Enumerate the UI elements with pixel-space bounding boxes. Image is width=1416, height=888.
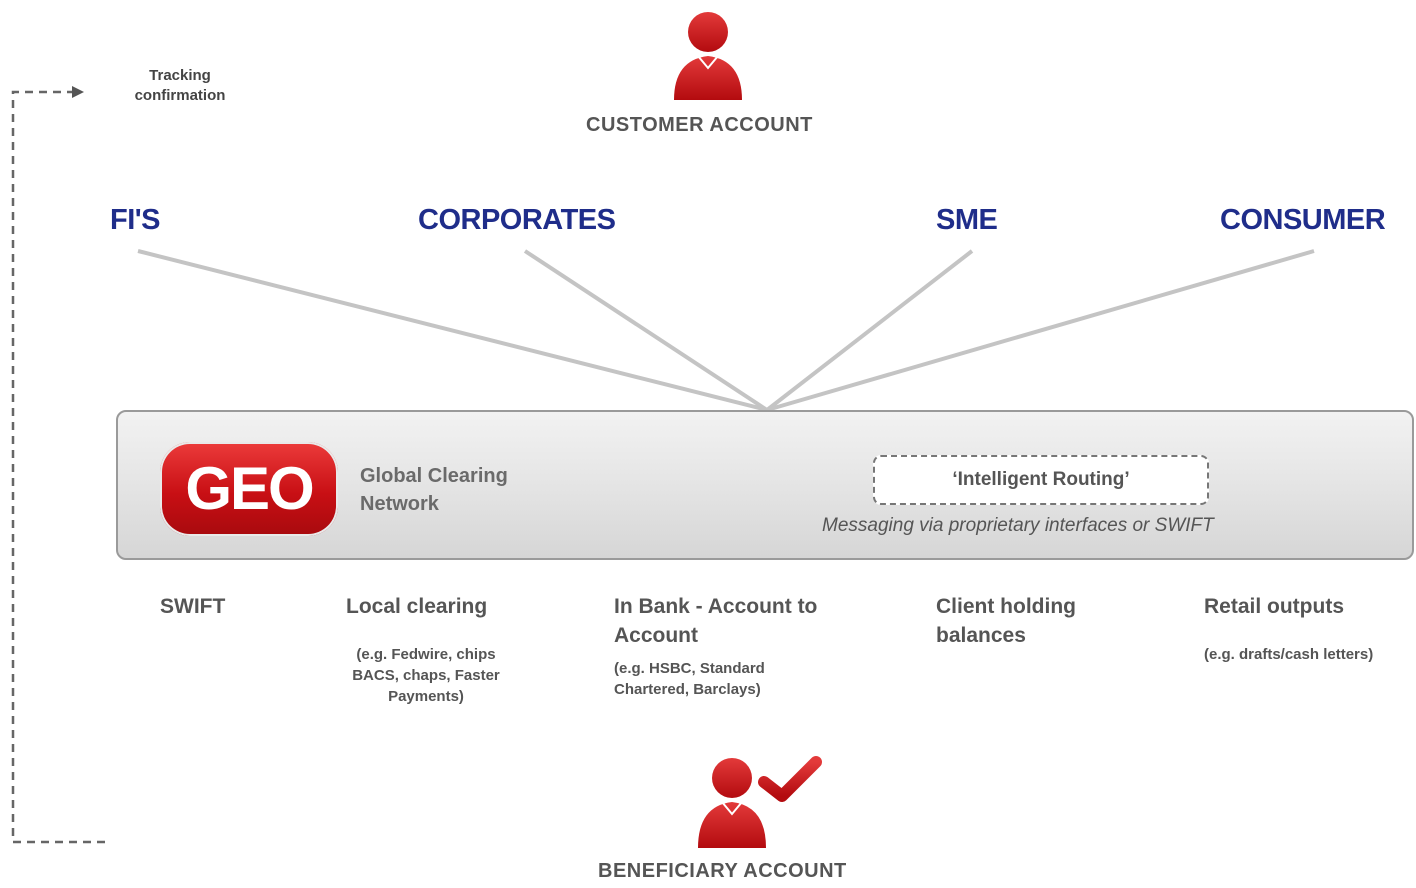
network-label: Global Clearing Network — [360, 465, 508, 515]
segment-consumer: CONSUMER — [1220, 204, 1386, 236]
messaging-note: Messaging via proprietary interfaces or … — [822, 515, 1214, 536]
connector-corporates — [523, 249, 769, 412]
output-title: Client holding balances — [936, 595, 1076, 647]
connector-consumer — [766, 249, 1315, 412]
output-swift: SWIFT — [160, 592, 330, 621]
segment-sme: SME — [936, 204, 998, 236]
connector-fis — [137, 249, 768, 412]
output-local-clearing: Local clearing (e.g. Fedwire, chips BACS… — [336, 592, 516, 707]
tracking-arrowhead — [72, 86, 84, 98]
connector-sme — [765, 249, 974, 412]
output-title: Retail outputs — [1204, 595, 1344, 618]
customer-account-label: CUSTOMER ACCOUNT — [586, 114, 813, 136]
output-sub: (e.g. Fedwire, chips BACS, chaps, Faster… — [352, 646, 500, 705]
output-title: SWIFT — [160, 595, 226, 618]
geo-logo-text: GEO — [185, 455, 314, 522]
customer-person-icon — [668, 8, 748, 104]
beneficiary-account-label: BENEFICIARY ACCOUNT — [598, 860, 847, 882]
intelligent-routing-box: ‘Intelligent Routing’ — [873, 455, 1209, 505]
output-client-holding: Client holding balances — [936, 592, 1106, 650]
output-sub: (e.g. drafts/cash letters) — [1204, 646, 1374, 663]
segment-fis: FI'S — [110, 204, 161, 236]
output-title: Local clearing — [346, 595, 488, 618]
geo-logo: GEO — [160, 442, 338, 536]
output-sub: (e.g. HSBC, Standard Chartered, Barclays… — [614, 660, 765, 698]
output-retail: Retail outputs (e.g. drafts/cash letters… — [1204, 592, 1404, 665]
tracking-label: Tracking confirmation — [134, 67, 226, 104]
beneficiary-person-check-icon — [692, 752, 828, 852]
segment-corporates: CORPORATES — [418, 204, 616, 236]
tracking-loop — [11, 90, 105, 844]
output-title: In Bank - Account to Account — [614, 595, 818, 647]
output-in-bank: In Bank - Account to Account (e.g. HSBC,… — [614, 592, 854, 700]
